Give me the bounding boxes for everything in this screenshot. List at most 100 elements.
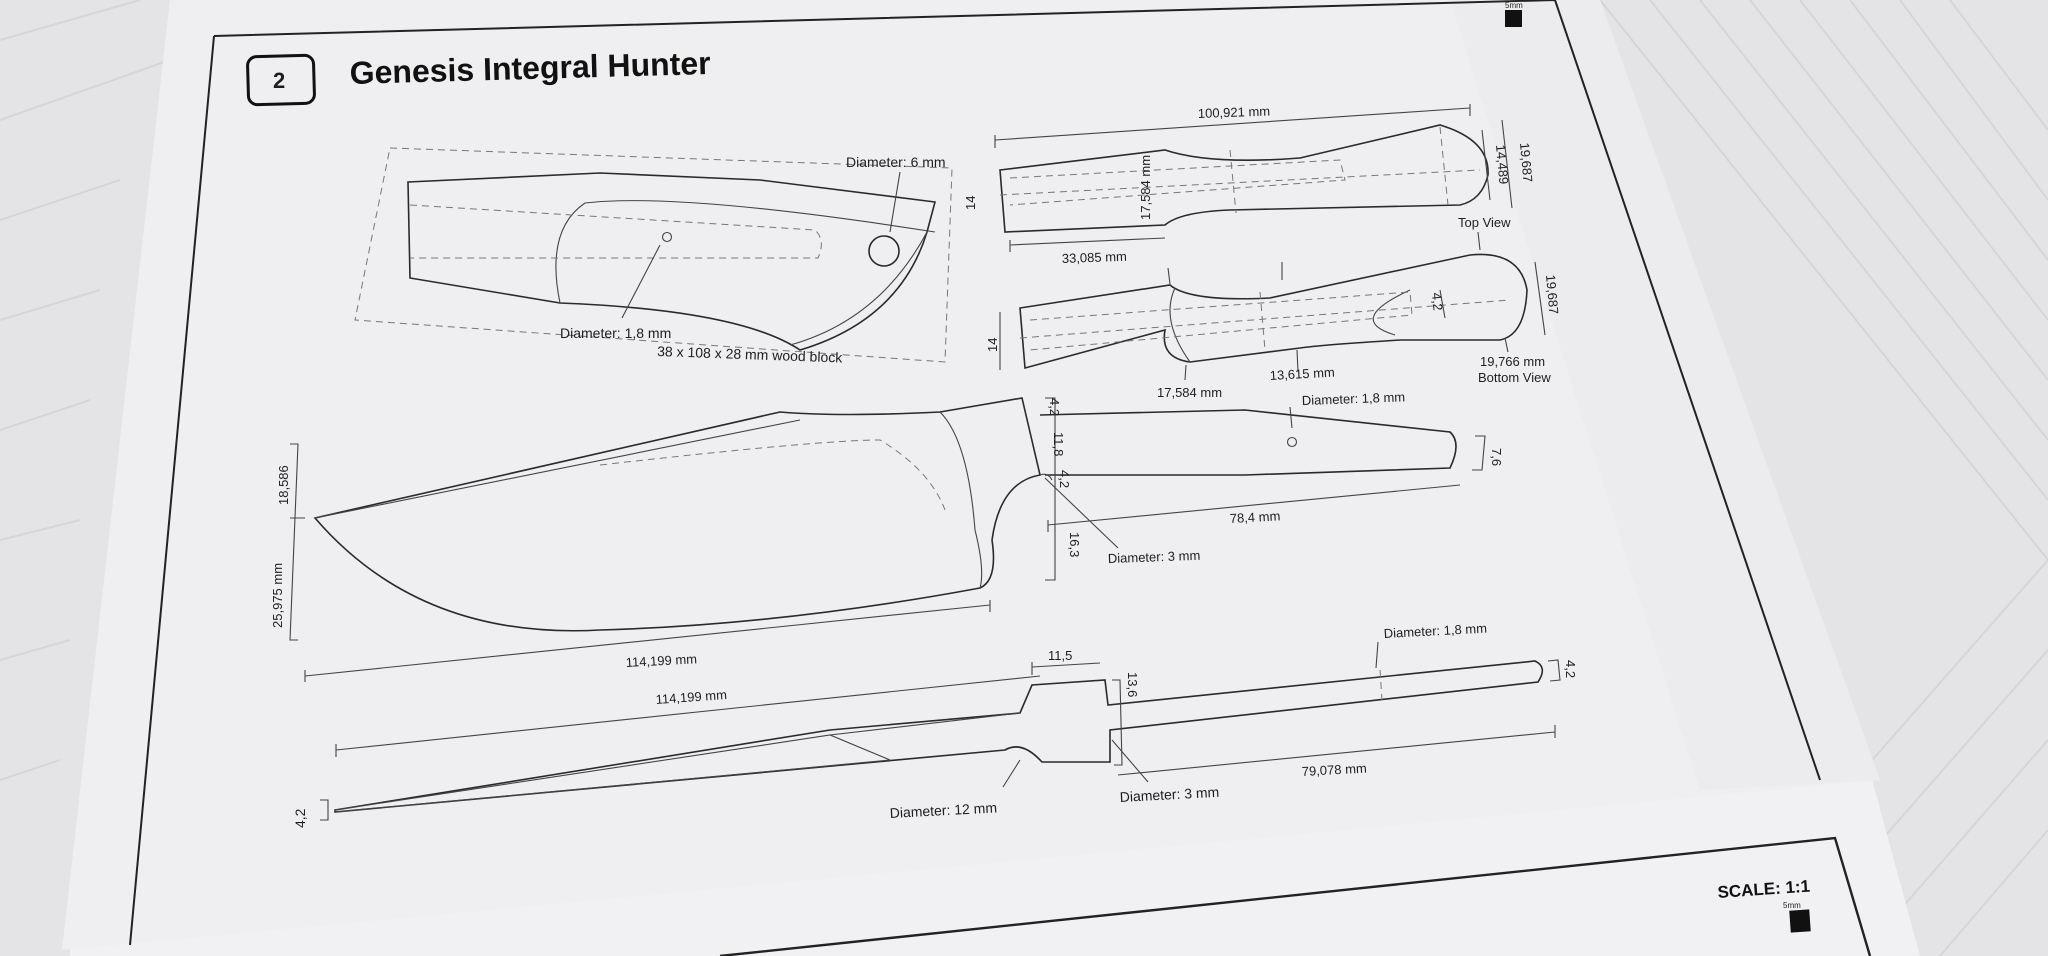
blade-spine-height: 18,586 [276, 465, 291, 505]
tang-relief-notch [1039, 473, 1053, 481]
blade-belly-height: 25,975 mm [270, 563, 285, 628]
top-view-bottom-dim [1009, 237, 1166, 252]
bottom-view-depth: 4,2 [1429, 292, 1446, 311]
sheet-border [129, 0, 1821, 946]
top-view-section-b [1439, 126, 1449, 206]
sheet-number-box [246, 53, 316, 107]
blade-grind-dash [599, 439, 946, 511]
blade-length: 114,199 mm [625, 651, 697, 670]
edge-view-drawing [320, 641, 1561, 821]
bottom-view-dim-b: 13,615 mm [1269, 365, 1335, 383]
top-view-centerline [999, 169, 1481, 196]
blade-outline [313, 397, 1041, 632]
corner-scale-label: 5mm [1505, 1, 1523, 10]
handle-scale-edge [789, 231, 928, 346]
top-view-side-dims [1481, 119, 1513, 209]
lanyard-hole [868, 235, 900, 267]
blade-left-dims [289, 443, 305, 641]
top-view-tip-inner: 14,489 [1493, 144, 1511, 185]
bottom-view-tip-line [1372, 289, 1411, 336]
corner-scale-square [1505, 10, 1522, 27]
tang-length: 78,4 mm [1229, 508, 1280, 526]
handle-scale-inner [555, 200, 936, 304]
wood-block-outline [354, 147, 953, 363]
edge-view-leaders [1002, 641, 1379, 788]
top-view-width-mid: 17,584 mm [1138, 155, 1153, 220]
bottom-view-dim-a: 17,584 mm [1157, 385, 1222, 400]
edge-view-tip-thickness: 4,2 [292, 808, 308, 828]
tang-notch-dim: 4,2 [1057, 470, 1072, 488]
wood-block-size-label: 38 x 108 x 28 mm wood block [657, 343, 844, 365]
bottom-view-outline [1019, 253, 1528, 370]
edge-view-right-dim [1547, 659, 1561, 682]
bottom-view-drawing [999, 253, 1546, 370]
top-view-length: 100,921 mm [1198, 103, 1271, 121]
top-view-slot [1009, 159, 1346, 206]
edge-view-tang-length: 79,078 mm [1301, 761, 1367, 779]
edge-view-plunge-label: Diameter: 12 mm [889, 799, 997, 821]
scale-square [1789, 909, 1811, 933]
wood-block-lanyard-label: Diameter: 6 mm [846, 154, 946, 170]
bottom-view-label: Bottom View [1478, 370, 1551, 385]
top-view-section-a [1229, 149, 1237, 214]
bottom-view-centerline [1019, 299, 1511, 339]
tang-relief-leader [1044, 477, 1119, 549]
bottom-view-section [1259, 291, 1266, 351]
blade-grind-line [314, 419, 801, 519]
edge-view-bolster-width: 11,5 [1048, 648, 1072, 663]
pin-hole-leader [621, 244, 661, 319]
tang-relief-label: Diameter: 3 mm [1108, 548, 1201, 566]
edge-view-pin-mark [1379, 669, 1383, 701]
edge-view-bevel [334, 734, 891, 813]
sheet-number: 2 [273, 68, 285, 93]
edge-view-blade [334, 660, 1544, 813]
edge-view-height-dim [1112, 679, 1123, 766]
top-view-height-left: 14 [963, 196, 978, 210]
bottom-view-height-left: 14 [985, 338, 1000, 352]
tang-length-dim [1047, 484, 1461, 532]
paper-shade [1450, 0, 1880, 790]
bottom-view-dim-c: 19,766 mm [1480, 354, 1545, 369]
tang-pin-leader [1289, 406, 1293, 429]
edge-view-tip-dim [320, 799, 329, 821]
top-view-label: Top View [1458, 215, 1511, 230]
lanyard-hole-leader [889, 171, 901, 233]
top-view-tip-outer: 19,687 [1517, 142, 1535, 183]
tang-top-dim: 4,2 [1047, 398, 1062, 416]
tang-end-dim: 7,6 [1489, 448, 1504, 466]
edge-view-tang-thickness: 4,2 [1563, 660, 1578, 678]
tang-outline [1039, 409, 1457, 476]
blade-profile-drawing [289, 397, 1486, 682]
wood-block-pin-label: Diameter: 1,8 mm [560, 325, 671, 341]
bottom-view-dim-lines [999, 261, 1546, 370]
tang-side-dims [1045, 397, 1486, 581]
top-view-bottom-length: 33,085 mm [1062, 249, 1128, 266]
edge-view-blade-length: 114,199 mm [655, 687, 727, 707]
top-view-drawing [994, 104, 1513, 252]
handle-outline [407, 172, 937, 351]
edge-view-bolster-dim [1031, 662, 1101, 675]
edge-view-pin-label: Diameter: 1,8 mm [1383, 621, 1487, 641]
bottom-view-tip-outer: 19,687 [1543, 274, 1561, 315]
scale-square-label: 5mm [1783, 901, 1801, 910]
wood-block-drawing [354, 147, 953, 363]
edge-view-bevel-2 [829, 712, 1021, 736]
blade-ricasso-line [939, 411, 983, 589]
edge-view-bolster-height: 13,6 [1125, 672, 1140, 697]
bottom-view-scale-line [1169, 287, 1191, 363]
paper-sheet [62, 0, 1880, 950]
edge-view-length-dim [335, 675, 1041, 757]
top-view-length-dim [994, 104, 1471, 148]
blade-length-dim [304, 600, 991, 682]
tang-bottom-dim: 16,3 [1067, 532, 1082, 557]
lower-sheet-frame [719, 836, 1872, 956]
bottom-view-arrows [1167, 262, 1509, 381]
tang-pin-label: Diameter: 1,8 mm [1302, 389, 1406, 408]
top-view-outline [999, 124, 1489, 233]
tang-pin-hole [1286, 436, 1298, 448]
tang-mid-dim: 11,8 [1051, 432, 1066, 456]
edge-view-tang-dim [1117, 725, 1556, 776]
edge-view-relief-label: Diameter: 3 mm [1119, 784, 1219, 805]
